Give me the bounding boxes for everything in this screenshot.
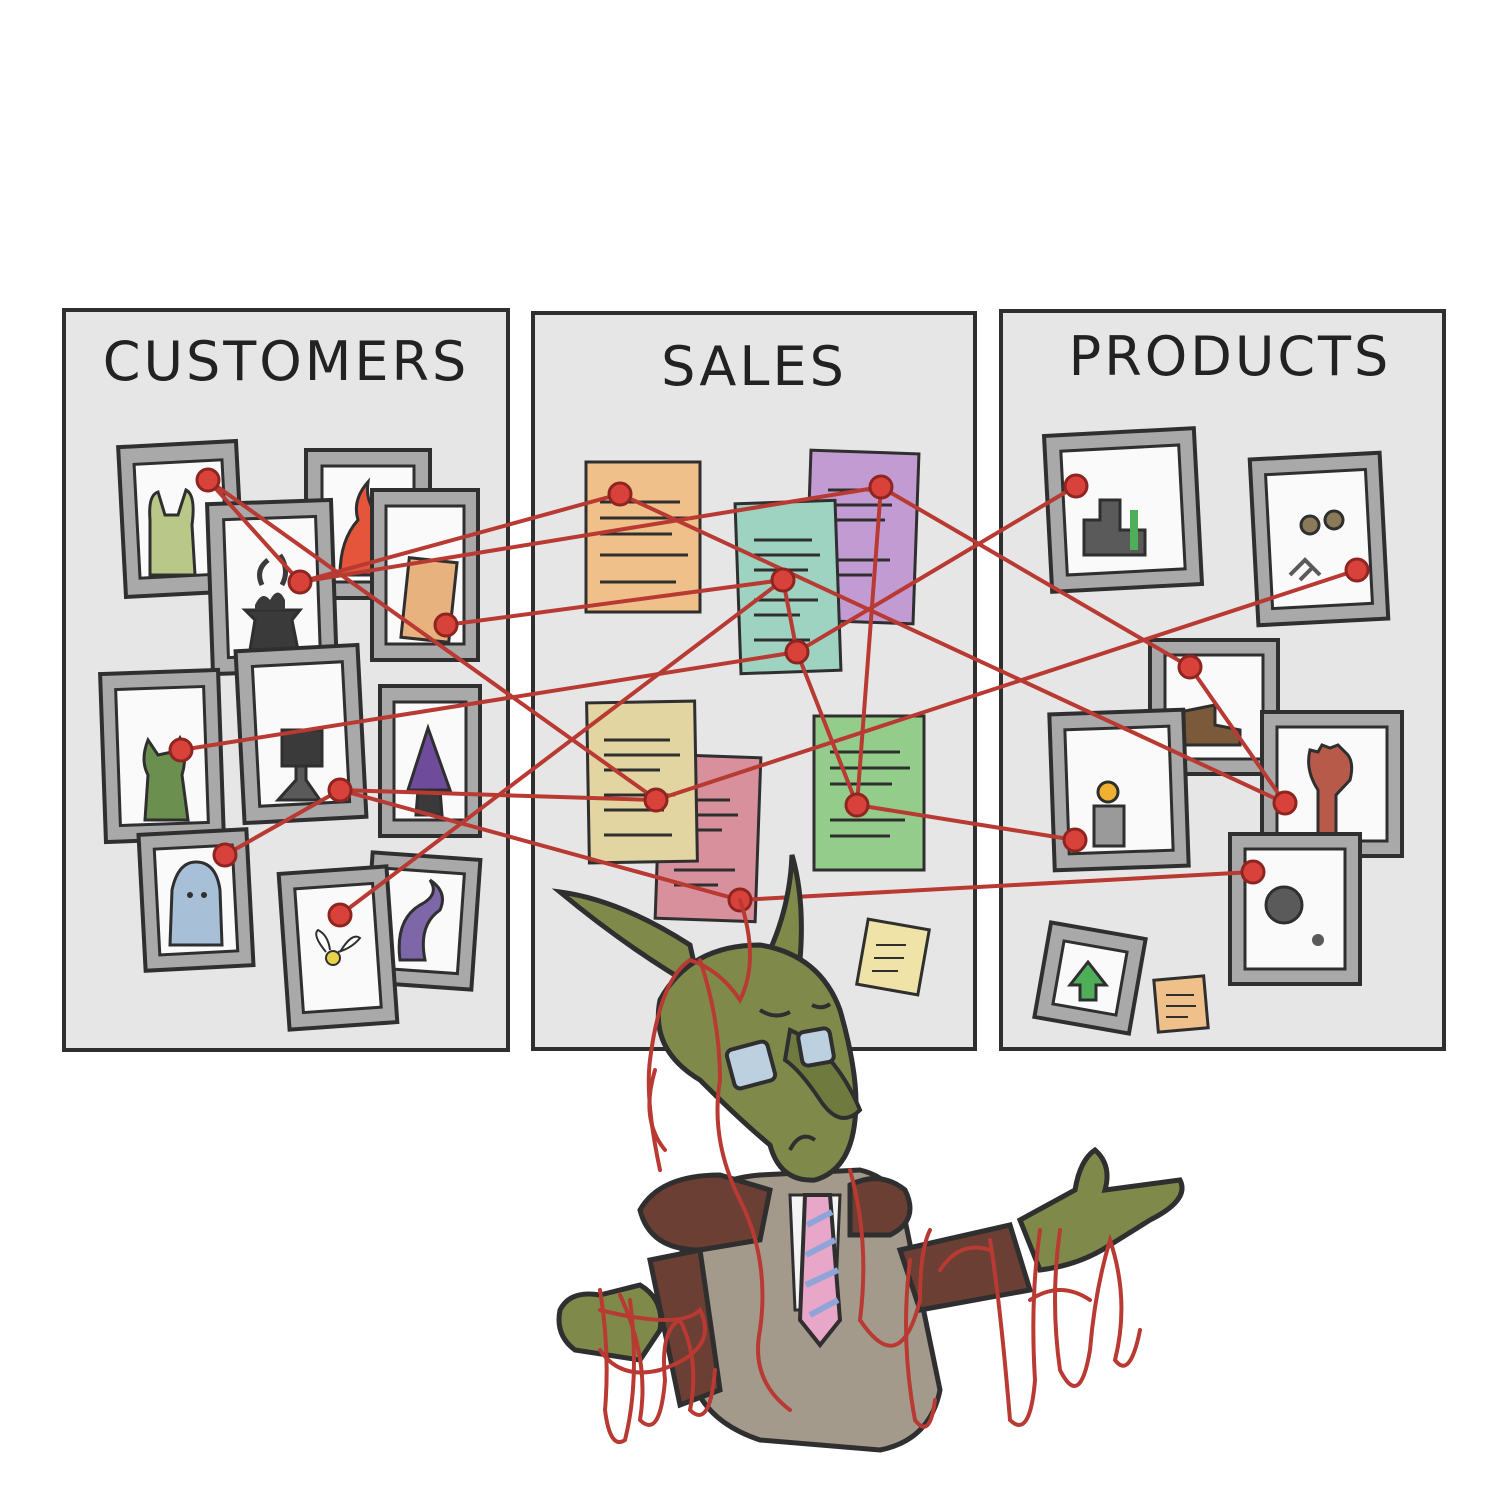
sales-notes [584,448,931,997]
pin [1177,654,1203,680]
fairy-icon [325,950,341,966]
arrow-picture [1032,920,1148,1036]
board-title-customers: CUSTOMERS [103,330,470,393]
pin [327,777,353,803]
pin [770,567,796,593]
pin [1272,790,1298,816]
pin [287,569,313,595]
left-ear [551,888,704,995]
right-ear [766,854,804,964]
ghost-icon [168,860,224,947]
board-title-sales: SALES [661,335,847,398]
cat-portrait [98,667,226,845]
goggles-icon [1299,514,1321,536]
pin [327,902,353,928]
pin [168,737,194,763]
customer-portraits [98,438,483,1032]
lamp-portrait [233,642,369,826]
tangled-red-string [598,898,1142,1444]
product-pictures [1032,426,1404,1036]
pin [195,467,221,493]
pins [168,467,1370,928]
collar-right [847,1176,913,1238]
gear-picture [1228,832,1362,986]
pin [868,474,894,500]
cauldron-portrait [205,497,339,677]
board-title-products: PRODUCTS [1069,325,1392,388]
right-hand [1016,1146,1185,1273]
rabbit-icon [148,487,197,577]
pin [1240,859,1266,885]
fairy-portrait [276,864,400,1032]
robot-hand-icon [1307,743,1354,840]
pin [1344,557,1370,583]
pin [784,639,810,665]
pin [212,842,238,868]
pin [607,481,633,507]
pin [643,787,669,813]
collar-left [637,1172,773,1253]
left-hand [556,1282,664,1363]
orange-note [584,460,702,614]
sticky-note [855,917,931,997]
product-sticky-note [1152,974,1210,1034]
parchment-portrait [370,488,480,662]
machine-picture [1041,426,1205,594]
pin [844,792,870,818]
cauldron-icon [241,608,304,652]
robot-hand-picture [1260,710,1404,858]
tentacle-icon [397,878,444,962]
goggles-picture [1247,450,1391,628]
pin [1063,473,1089,499]
tan-note [585,699,699,865]
glasses-icon [724,1039,778,1091]
lamp-icon [280,728,324,768]
gear-icon [1264,885,1304,925]
machine-icon [1082,498,1147,557]
green-arrow-icon [1066,959,1110,1002]
lightbulb-picture [1047,707,1191,873]
lightbulb-icon [1096,780,1120,804]
pin [1062,827,1088,853]
goblin-manager [551,854,1185,1453]
pin [433,612,459,638]
